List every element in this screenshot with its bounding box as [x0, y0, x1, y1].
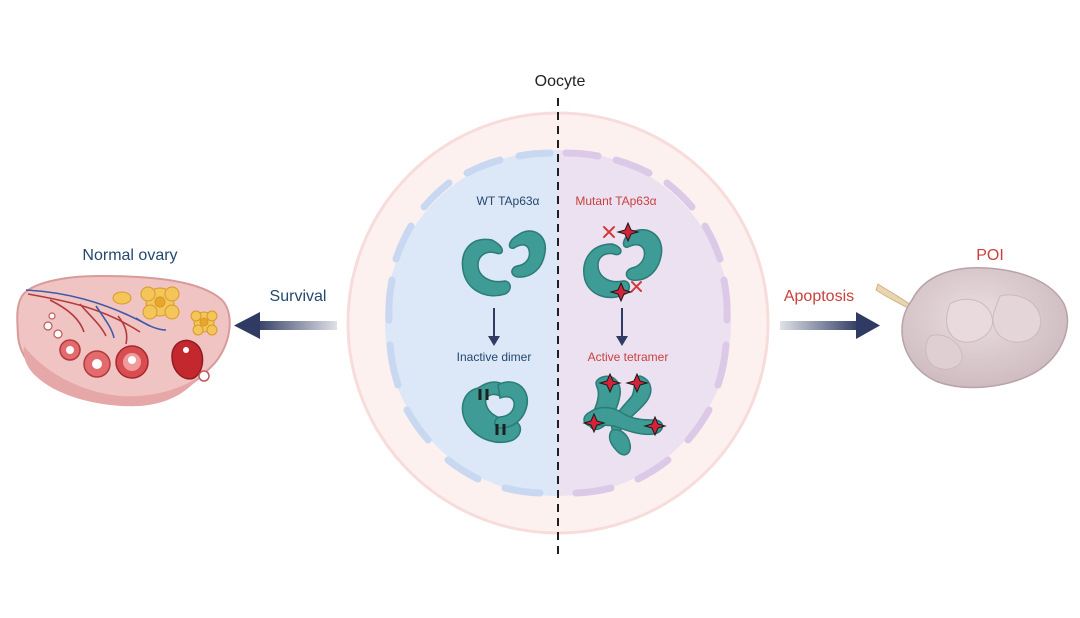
- apoptosis-arrow: [780, 312, 880, 339]
- follicle-icons: [43, 312, 149, 379]
- ovary-illustration: [16, 274, 231, 407]
- inactive-dimer-bars-icon: [478, 389, 506, 435]
- poi-ovary-illustration: [875, 267, 1069, 389]
- follicle-yellow-icon: [112, 286, 218, 336]
- poi-label: POI: [976, 247, 1004, 264]
- active-tetramer-stars-icon: [582, 372, 667, 437]
- oocyte-title: Oocyte: [534, 73, 586, 90]
- survival-arrow: [234, 312, 337, 339]
- normal-ovary-label: Normal ovary: [82, 247, 178, 264]
- nuclear-envelope: [385, 149, 731, 497]
- star-mark-icon: [609, 221, 640, 303]
- apoptosis-label: Apoptosis: [783, 288, 855, 305]
- mutant-protein-label: Mutant TAp63α: [575, 194, 657, 208]
- active-tetramer-label: Active tetramer: [587, 350, 669, 364]
- wt-down-arrow: [488, 308, 500, 346]
- survival-label: Survival: [269, 288, 327, 305]
- wt-protein-label: WT TAp63α: [476, 194, 540, 208]
- active-tetramer-icon: [583, 375, 664, 456]
- inactive-dimer-label: Inactive dimer: [456, 350, 532, 364]
- mutant-protein-dimer-icon: [583, 229, 663, 299]
- wt-protein-dimer-icon: [461, 230, 547, 297]
- ovulating-follicle-icon: [171, 339, 210, 382]
- inactive-dimer-icon: [461, 381, 529, 444]
- mutant-down-arrow: [616, 308, 628, 346]
- cross-mark-icon: [603, 226, 642, 292]
